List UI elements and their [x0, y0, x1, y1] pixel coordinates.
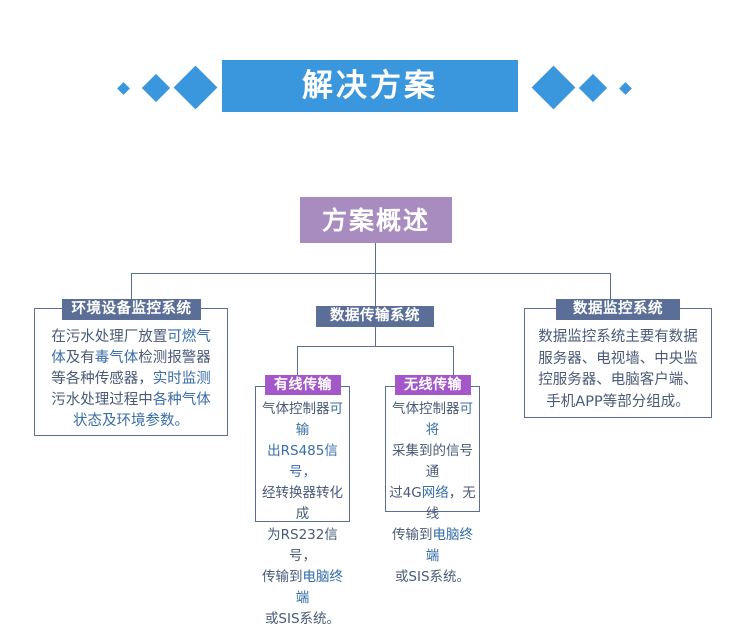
connector-branch-right — [610, 273, 611, 308]
connector-transmission-down — [375, 327, 376, 346]
subnode-wired-title: 有线传输 — [274, 377, 332, 393]
subnode-wireless-line-3: 过4G网络，无线 — [389, 485, 476, 522]
diamond-large-left — [173, 65, 218, 110]
subnode-wired-card — [255, 386, 350, 522]
subnode-wireless-line-4: 传输到电脑终端 — [392, 527, 473, 564]
node-transmission-title-badge: 数据传输系统 — [316, 306, 434, 327]
subnode-wireless-title: 无线传输 — [404, 377, 462, 393]
node-monitoring-card — [524, 308, 712, 418]
subnode-wireless-line-2: 采集到的信号通 — [392, 443, 473, 480]
node-monitoring-line-3: 控服务器、电脑客户端、 — [538, 372, 698, 388]
node-environment-line-2: 体及有毒气体检测报警器 — [51, 350, 211, 366]
node-transmission-title: 数据传输系统 — [330, 308, 420, 325]
subnode-wireless-title-badge: 无线传输 — [395, 375, 471, 395]
node-environment-line-1: 在污水处理厂放置可燃气 — [51, 329, 211, 345]
node-environment-line-4: 污水处理过程中各种气体 — [51, 392, 211, 408]
diamond-small-right — [619, 82, 632, 95]
subnode-wired-line-2: 出RS485信号， — [267, 443, 338, 480]
subnode-wireless-line-1: 气体控制器可将 — [392, 401, 473, 438]
node-monitoring-line-2: 服务器、电视墙、中央监 — [538, 350, 698, 367]
connector-sub-right — [453, 346, 454, 378]
solution-diagram: 解决方案 方案概述 环境设备监控系统 在污水处理厂放置可燃气 体及有毒气体检测报… — [34, 60, 712, 627]
subnode-wired-line-3: 经转换器转化成 — [262, 485, 343, 522]
connector-overview-down — [375, 243, 376, 274]
node-environment-title: 环境设备监控系统 — [71, 301, 192, 318]
node-monitoring-title: 数据监控系统 — [573, 301, 663, 318]
subnode-wired-line-4: 为RS232信号， — [267, 527, 338, 564]
overview-label: 方案概述 — [321, 205, 430, 235]
node-environment-title-badge: 环境设备监控系统 — [62, 299, 201, 320]
node-monitoring-title-badge: 数据监控系统 — [556, 299, 680, 320]
node-environment-body: 在污水处理厂放置可燃气 体及有毒气体检测报警器 等各种传感器，实时监测 污水处理… — [38, 327, 224, 432]
connector-horizontal-main — [131, 273, 611, 274]
connector-branch-center — [375, 273, 376, 308]
node-monitoring-line-4: 手机APP等部分组成。 — [546, 393, 690, 410]
node-monitoring-line-1: 数据监控系统主要有数据 — [538, 329, 698, 345]
node-environment-card — [34, 308, 228, 436]
connector-sub-left — [297, 346, 298, 378]
subnode-wireless-line-5: 或SIS系统。 — [394, 569, 471, 585]
connector-horizontal-sub — [297, 346, 454, 347]
header-banner: 解决方案 — [222, 60, 518, 112]
diamond-small-left — [117, 82, 130, 95]
node-monitoring-body: 数据监控系统主要有数据 服务器、电视墙、中央监 控服务器、电脑客户端、 手机AP… — [528, 327, 708, 413]
subnode-wired-line-1: 气体控制器可输 — [262, 401, 343, 438]
diamond-large-right — [531, 65, 576, 110]
node-environment-line-5: 状态及环境参数。 — [73, 413, 189, 429]
diamond-medium-right — [578, 73, 608, 103]
connector-branch-left — [131, 273, 132, 308]
subnode-wired-title-badge: 有线传输 — [265, 375, 341, 395]
subnode-wired-line-6: 或SIS系统。 — [264, 611, 341, 627]
subnode-wireless-body: 气体控制器可将 采集到的信号通 过4G网络，无线 传输到电脑终端 或SIS系统。 — [386, 399, 479, 588]
diamond-medium-left — [141, 73, 171, 103]
page-title: 解决方案 — [302, 67, 438, 104]
overview-box: 方案概述 — [300, 197, 452, 243]
subnode-wired-body: 气体控制器可输 出RS485信号， 经转换器转化成 为RS232信号， 传输到电… — [256, 399, 349, 630]
subnode-wired-line-5: 传输到电脑终端 — [262, 569, 343, 606]
node-environment-line-3: 等各种传感器，实时监测 — [51, 371, 211, 387]
